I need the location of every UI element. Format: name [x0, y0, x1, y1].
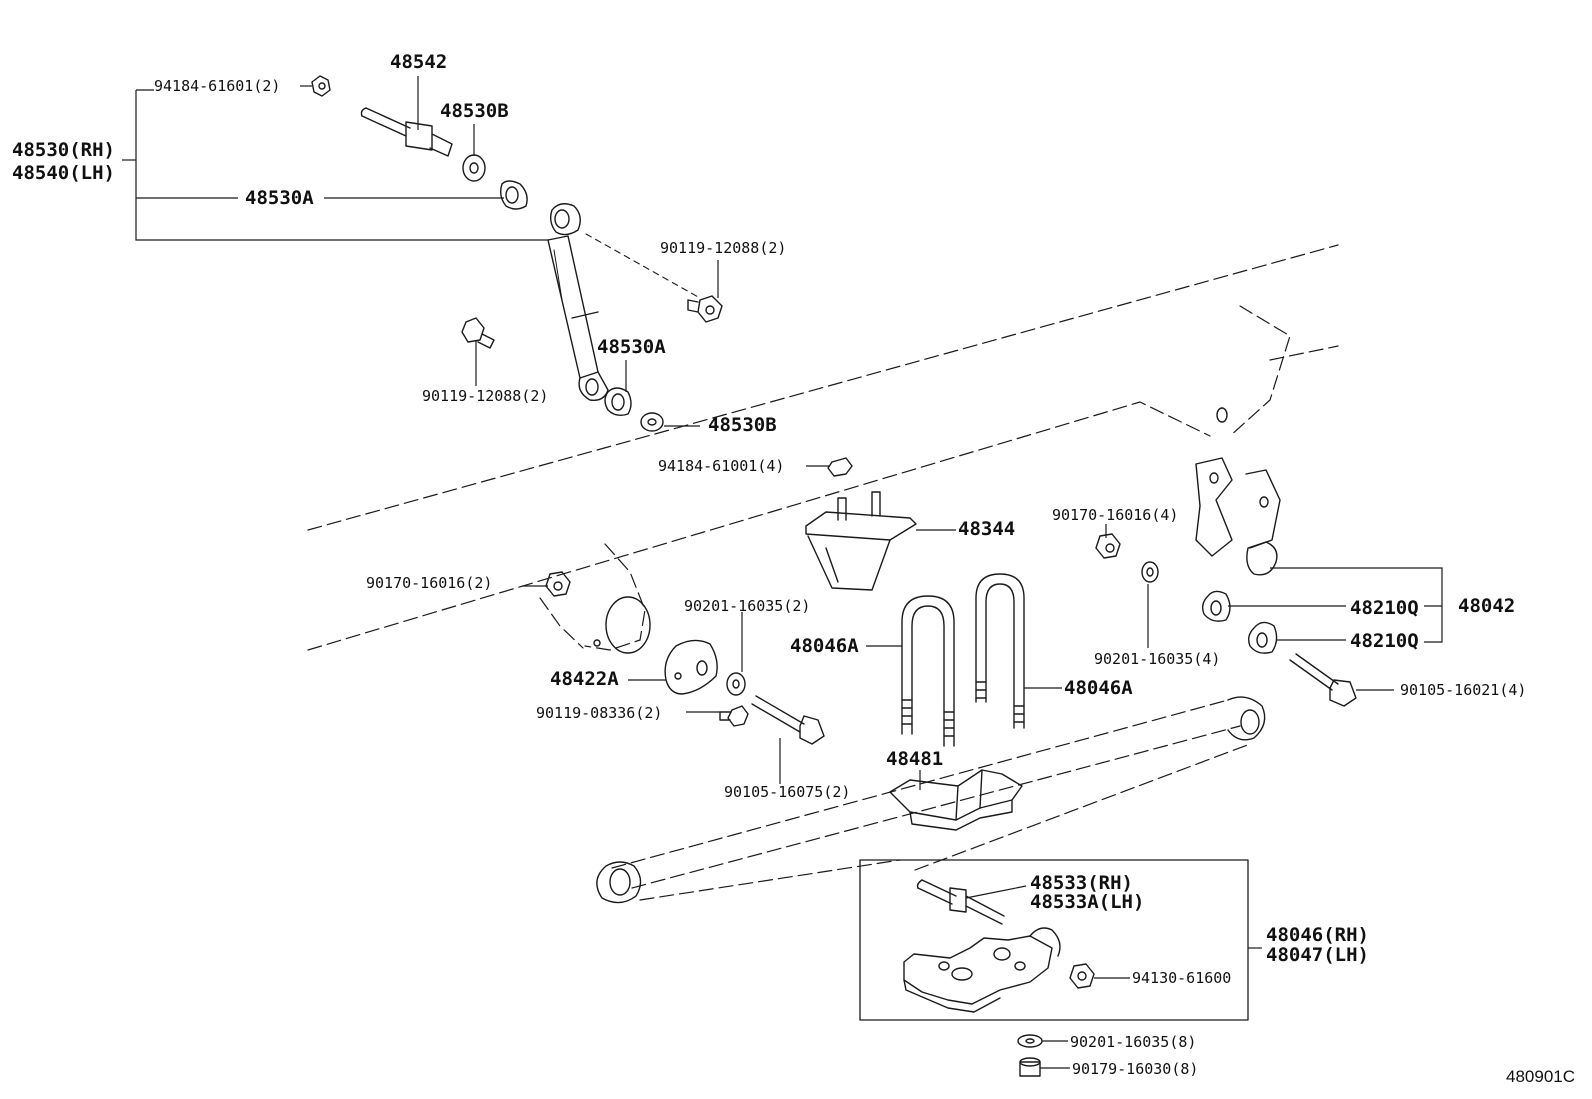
label-48530b-mid: 48530B	[708, 414, 777, 436]
label-48046-rh: 48046(RH)	[1266, 924, 1369, 946]
frame-bolt-hole	[1216, 407, 1228, 423]
label-90201-16035-2: 90201-16035(2)	[684, 597, 811, 615]
label-90170-16016-left: 90170-16016(2)	[366, 574, 493, 592]
bushing-48530a-mid	[604, 387, 632, 417]
label-94184-61601: 94184-61601(2)	[154, 77, 281, 95]
frame-hole	[605, 596, 651, 654]
bolt-90119-12088-right	[687, 295, 723, 323]
washer-48530b-top	[462, 154, 486, 182]
label-48210q-1: 48210Q	[1350, 597, 1419, 619]
frame-outline	[307, 244, 1339, 651]
label-48530-rh: 48530(RH)	[12, 139, 115, 161]
label-48047-lh: 48047(LH)	[1266, 944, 1369, 966]
label-48530b-top: 48530B	[440, 100, 509, 122]
leaf-spring	[611, 699, 1251, 901]
washer-48530b-mid	[640, 412, 664, 432]
drawing-id: 480901C	[1506, 1067, 1576, 1086]
label-48530a-mid: 48530A	[597, 336, 666, 358]
label-48344: 48344	[958, 518, 1016, 540]
label-48422a: 48422A	[550, 668, 619, 690]
label-48046a-right: 48046A	[1064, 677, 1133, 699]
nut-94184-61001	[827, 457, 853, 477]
nut-94130-61600	[1069, 963, 1095, 989]
shock-absorber	[547, 203, 609, 401]
label-90105-16021: 90105-16021(4)	[1400, 681, 1527, 699]
label-90105-16075: 90105-16075(2)	[724, 783, 851, 801]
spring-seat-48481	[889, 769, 1023, 831]
bolt-90105-16075	[751, 695, 825, 745]
label-90179-16030: 90179-16030(8)	[1072, 1060, 1199, 1078]
label-94184-61001: 94184-61001(4)	[658, 457, 785, 475]
nut-90170-16016-right	[1095, 533, 1121, 559]
label-90119-12088-left: 90119-12088(2)	[422, 387, 549, 405]
bracket-48422a	[664, 639, 718, 695]
stud-48533	[916, 879, 1005, 925]
nut-90179-16030	[1019, 1057, 1041, 1077]
u-bolt-left	[901, 595, 955, 747]
bolt-90119-08336	[719, 705, 749, 727]
label-90119-12088-right: 90119-12088(2)	[660, 239, 787, 257]
washer-90201-16035-2	[726, 672, 746, 696]
label-48540-lh: 48540(LH)	[12, 162, 115, 184]
bolt-90119-12088-left	[461, 317, 495, 349]
shock-bolt-path	[585, 233, 701, 299]
label-90119-08336: 90119-08336(2)	[536, 704, 663, 722]
bushing-48210q-b	[1247, 621, 1278, 654]
u-bolt-right	[975, 573, 1025, 729]
leader-lines	[122, 76, 1443, 1069]
label-48481: 48481	[886, 748, 944, 770]
stud-48542	[360, 107, 453, 157]
label-48046a-left: 48046A	[790, 635, 859, 657]
label-48533-rh: 48533(RH)	[1030, 872, 1133, 894]
label-94130-61600: 94130-61600	[1132, 969, 1232, 987]
label-48530a-top: 48530A	[245, 187, 314, 209]
shackle-48042	[1195, 457, 1281, 576]
nut-94184-61601	[311, 75, 331, 97]
frame-small-hole	[593, 639, 601, 647]
bolt-90105-16021	[1289, 653, 1357, 707]
shackle-plate-48046	[903, 927, 1061, 1013]
label-48533a-lh: 48533A(LH)	[1030, 891, 1145, 913]
label-48542: 48542	[390, 51, 448, 73]
label-90201-16035-8: 90201-16035(8)	[1070, 1033, 1197, 1051]
inset-box	[859, 859, 1249, 1021]
bushing-48210q-a	[1201, 590, 1231, 622]
bushing-48530a-top	[499, 180, 528, 210]
washer-90201-16035-4	[1141, 561, 1159, 583]
spring-rear-eye	[1227, 696, 1266, 741]
spring-front-eye	[596, 861, 642, 904]
bump-stopper-48344	[805, 491, 917, 591]
label-90201-16035-4: 90201-16035(4)	[1094, 650, 1221, 668]
label-90170-16016-right: 90170-16016(4)	[1052, 506, 1179, 524]
washer-90201-16035-8	[1017, 1034, 1043, 1048]
label-48210q-2: 48210Q	[1350, 630, 1419, 652]
label-48042: 48042	[1458, 595, 1516, 617]
